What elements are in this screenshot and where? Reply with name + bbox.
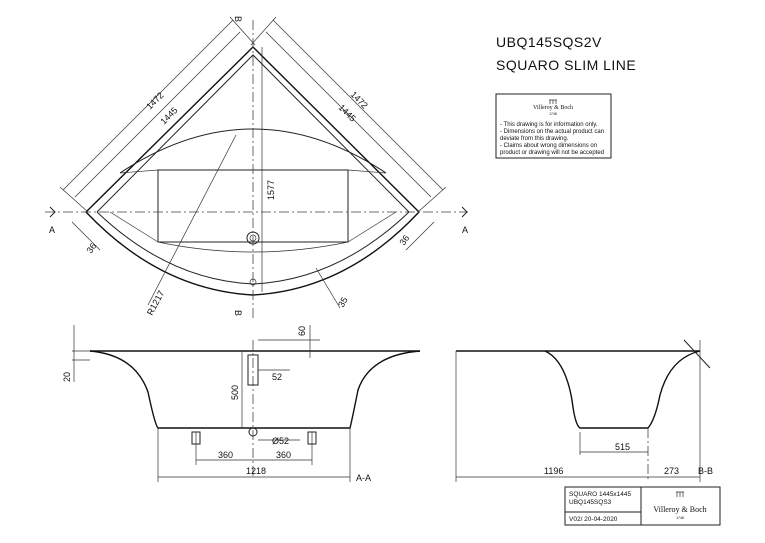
- dim-outer-left: 1472: [144, 90, 165, 111]
- radius-leader: [147, 134, 237, 306]
- front-curve-inner: [96, 211, 410, 285]
- dim-outer-right: 1472: [349, 89, 370, 110]
- title-code: UBQ145SQS3: [569, 499, 612, 506]
- top-view: A A B B 1472 1445 1472 1445 1577 R1217 3…: [45, 16, 468, 318]
- front-curve: [85, 211, 420, 296]
- section-b-bottom: B: [233, 310, 243, 316]
- section-a-a: 20 60 52 500 Ø52 360 360 1218 A-A: [62, 325, 421, 483]
- title-product: SQUARO 1445x1445: [569, 491, 632, 498]
- dim-rim-thickness: 60: [297, 326, 307, 336]
- dim-edge-left: 36: [84, 241, 98, 255]
- section-a-left: A: [49, 225, 55, 235]
- dim-rim-height: 20: [62, 372, 72, 382]
- disclaimer-box: Villeroy & Boch 1748 - This drawing is f…: [495, 93, 612, 159]
- section-b-top: B: [233, 16, 243, 22]
- notice-line-1: - This drawing is for information only.: [500, 122, 598, 128]
- label-section-b: B-B: [698, 466, 713, 476]
- notice-brand: Villeroy & Boch: [533, 105, 573, 111]
- dim-radius: R1217: [145, 289, 166, 317]
- dim-overall-b: 1196: [544, 466, 563, 476]
- castle-icon: [676, 491, 684, 497]
- title-version: V02/ 20-04-2020: [569, 516, 618, 523]
- dim-waste-diameter: Ø52: [272, 436, 289, 446]
- dim-overall-a: 1218: [246, 466, 266, 476]
- tub-profile-b: [544, 350, 701, 429]
- dim-bottom-b: 515: [615, 442, 630, 452]
- section-a-right: A: [462, 225, 468, 235]
- notice-line-3: deviate from this drawing.: [500, 136, 569, 142]
- waste-icon: [248, 427, 258, 437]
- header: UBQ145SQS2V SQUARO SLIM LINE: [496, 34, 636, 73]
- dim-rim: 35: [336, 295, 350, 309]
- title-since: 1748: [676, 516, 684, 520]
- dim-height: 500: [230, 385, 240, 400]
- dim-feet-left: 360: [218, 450, 233, 460]
- notice-since: 1748: [549, 112, 557, 116]
- title-block: SQUARO 1445x1445 UBQ145SQS3 V02/ 20-04-2…: [564, 486, 721, 526]
- dim-edge-b: 273: [664, 466, 679, 476]
- title-brand: Villeroy & Boch: [653, 505, 706, 514]
- dim-waste-offset: 52: [272, 372, 282, 382]
- dim-depth: 1577: [266, 180, 276, 200]
- section-b-b: 515 1196 273 B-B: [455, 339, 713, 482]
- notice-line-2: - Dimensions on the actual product can: [500, 129, 604, 135]
- tub-profile-a: [89, 350, 421, 429]
- product-name: SQUARO SLIM LINE: [496, 57, 636, 73]
- inner-rim: [96, 54, 410, 213]
- dim-feet-right: 360: [276, 450, 291, 460]
- castle-icon: [549, 99, 557, 104]
- notice-line-5: product or drawing will not be accepted: [500, 150, 604, 156]
- label-section-a: A-A: [356, 473, 371, 483]
- notice-line-4: - Claims about wrong dimensions on: [500, 143, 597, 149]
- product-code: UBQ145SQS2V: [496, 34, 602, 50]
- dim-edge-right: 36: [397, 233, 411, 247]
